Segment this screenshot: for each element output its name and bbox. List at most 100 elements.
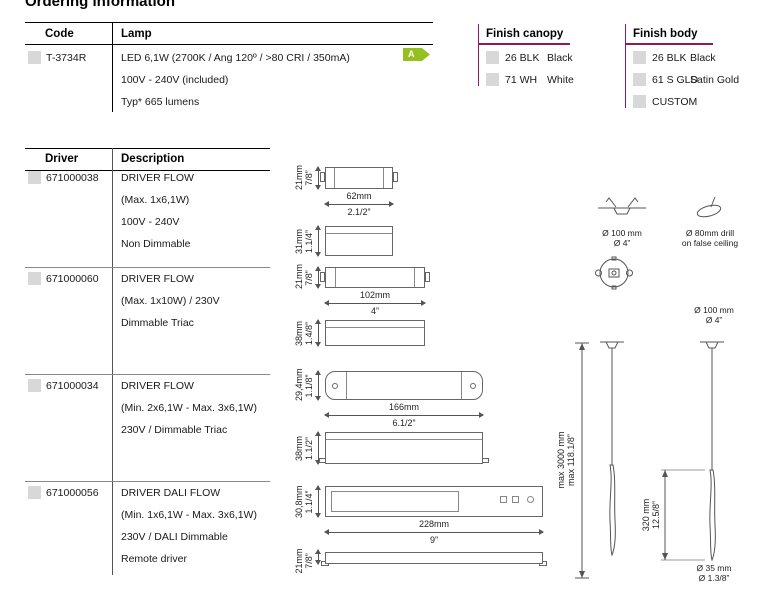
finish-body-checkbox <box>633 73 646 86</box>
finish-canopy-checkbox <box>486 51 499 64</box>
driver-code: 671000060 <box>46 273 99 285</box>
screw-hole-icon <box>470 383 476 389</box>
max-height-label: max 3000 mm max 118.1/8” <box>556 412 576 508</box>
driver-checkbox <box>28 171 41 184</box>
dim-mm: 31mm <box>294 229 304 255</box>
dim-mm: 30,8mm <box>294 485 304 518</box>
dim-in: 1.1/2” <box>304 437 314 461</box>
driver-row-separator <box>25 267 270 268</box>
driver-desc-line: Dimmable Triac <box>121 317 194 329</box>
dim-mm: 21mm <box>294 548 304 574</box>
driver-side-view <box>325 226 393 256</box>
dim-mm: 21mm <box>294 164 304 190</box>
finish-body-checkbox <box>633 51 646 64</box>
finish-code: 26 BLK <box>652 52 687 64</box>
lamp-table-divider <box>112 22 113 112</box>
driver-code: 671000056 <box>46 487 99 499</box>
driver-desc-line: (Min. 2x6,1W - Max. 3x6,1W) <box>121 402 257 414</box>
lamp-spec-line: Typ* 665 lumens <box>121 96 200 108</box>
driver-detail-line <box>326 439 482 440</box>
driver-code: 671000034 <box>46 380 99 392</box>
dim-depth-label: 38mm 1.1/2” <box>294 432 314 465</box>
driver-table-top-rule <box>25 148 270 149</box>
dim-width-mm: 102mm <box>359 290 390 300</box>
driver-checkbox <box>28 272 41 285</box>
lamp-table-top-rule <box>25 22 433 23</box>
body-height-label: 320 mm 12.5/8” <box>641 487 661 543</box>
canopy-top-icon <box>595 256 633 290</box>
driver-desc-line: (Max. 1x6,1W) <box>121 194 190 206</box>
finish-canopy-checkbox <box>486 73 499 86</box>
driver-checkbox <box>28 486 41 499</box>
driver-inner-module <box>331 491 459 512</box>
driver-end-tab <box>320 172 325 182</box>
pendant-canopy-mm: Ø 100 mm <box>694 305 734 315</box>
dim-in: 7/8” <box>304 270 314 286</box>
dim-line-horizontal <box>324 529 544 535</box>
dim-width-mm: 166mm <box>388 402 419 412</box>
energy-class-arrow-icon: A <box>403 48 430 61</box>
pendant-canopy-in: Ø 4” <box>705 315 723 325</box>
dim-line-vertical <box>315 266 321 289</box>
dim-width-in: 2.1/2” <box>347 207 371 217</box>
canopy-diameter-mm: Ø 100 mm <box>602 228 642 238</box>
dim-line-vertical <box>315 319 321 347</box>
dim-mm: max 3000 mm <box>556 431 566 489</box>
finish-body-underline <box>625 43 713 45</box>
driver-side-view <box>325 432 483 464</box>
dim-in: max 118.1/8” <box>566 434 576 486</box>
dim-height-label: 21mm 7/8” <box>294 264 314 289</box>
drill-label-line2: on false ceiling <box>681 238 739 248</box>
dim-mm: 38mm <box>294 436 304 462</box>
dim-depth-label: 21mm 7/8” <box>294 547 314 575</box>
dim-in: 1.1/4” <box>304 490 314 514</box>
dim-height-label: 30,8mm 1.1/4” <box>294 485 314 518</box>
page-title: Ordering information <box>25 0 175 10</box>
lamp-spec-line: 100V - 240V (included) <box>121 74 229 86</box>
finish-name: Black <box>547 52 573 64</box>
driver-row-separator <box>25 374 270 375</box>
lamp-checkbox <box>28 51 41 64</box>
dim-line-horizontal <box>324 201 394 207</box>
dim-line-vertical <box>315 549 321 565</box>
driver-desc-line: (Max. 1x10W) / 230V <box>121 295 220 307</box>
tube-diameter-in: Ø 1.3/8” <box>698 573 730 583</box>
lamp-code: T-3734R <box>46 52 87 64</box>
lamp-table-header-rule <box>25 44 433 45</box>
dim-line-vertical <box>315 431 321 465</box>
dim-mm: 29,4mm <box>294 368 304 401</box>
finish-body-checkbox <box>633 95 646 108</box>
finish-code: 71 WH <box>505 74 538 86</box>
lamp-spec-line: LED 6,1W (2700K / Ang 120º / >80 CRI / 3… <box>121 52 350 64</box>
driver-terminal <box>500 496 507 503</box>
driver-desc-line: 230V / DALI Dimmable <box>121 531 228 543</box>
driver-desc-line: 230V / Dimmable Triac <box>121 424 228 436</box>
finish-name: White <box>547 74 574 86</box>
driver-terminal <box>512 496 519 503</box>
dim-in: 12.5/8” <box>651 500 661 530</box>
finish-name: Black <box>690 52 716 64</box>
driver-desc-line: Remote driver <box>121 553 187 565</box>
driver-detail-line <box>346 372 347 399</box>
canopy-diameter-in: Ø 4” <box>613 238 631 248</box>
driver-code: 671000038 <box>46 172 99 184</box>
driver-table-header-rule <box>25 170 270 171</box>
driver-detail-line <box>335 268 336 287</box>
code-column-header: Code <box>45 28 74 40</box>
finish-canopy-underline <box>478 43 570 45</box>
dim-in: 1.1/8” <box>304 374 314 398</box>
driver-top-view <box>325 167 393 189</box>
driver-detail-line <box>414 268 415 287</box>
dim-height-label: 29,4mm 1.1/8” <box>294 368 314 401</box>
driver-detail-line <box>383 168 384 188</box>
dim-width-mm: 62mm <box>346 191 372 201</box>
dim-in: 1.4/8” <box>304 322 314 346</box>
dim-line-vertical <box>315 166 321 190</box>
driver-row-separator <box>25 481 270 482</box>
dim-line-vertical <box>315 485 321 518</box>
driver-desc-line: DRIVER FLOW <box>121 273 194 285</box>
dim-depth-label: 31mm 1.1/4” <box>294 226 314 257</box>
driver-side-view <box>325 320 425 346</box>
screw-hole-icon <box>332 383 338 389</box>
driver-checkbox <box>28 379 41 392</box>
